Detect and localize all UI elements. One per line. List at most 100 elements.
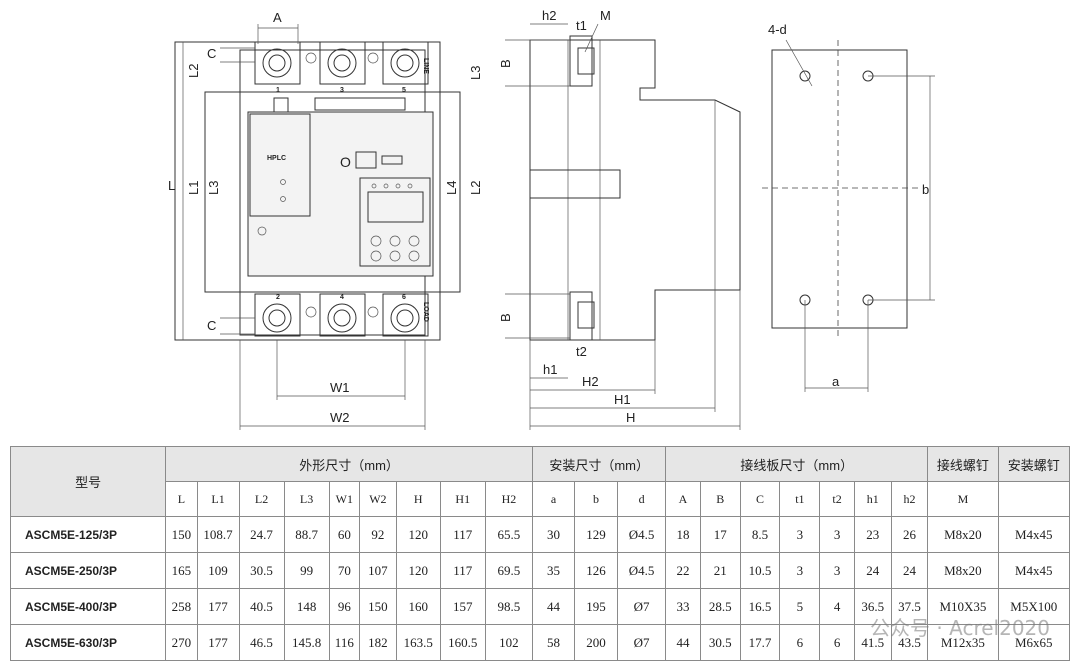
table-cell: 98.5 bbox=[484, 588, 534, 625]
sub-header-cell: a bbox=[532, 481, 575, 517]
terminal-number-6: 6 bbox=[402, 294, 406, 301]
table-cell: 148 bbox=[283, 588, 330, 625]
dim-label-L: L bbox=[168, 178, 175, 193]
dim-label-L4: L4 bbox=[444, 181, 459, 195]
table-cell: 150 bbox=[165, 516, 198, 553]
table-cell: 37.5 bbox=[890, 588, 929, 625]
dim-label-a: a bbox=[832, 374, 840, 389]
table-cell: 96 bbox=[328, 588, 361, 625]
table-cell: 36.5 bbox=[853, 588, 892, 625]
table-cell: 60 bbox=[328, 516, 361, 553]
table-cell: 33 bbox=[665, 588, 701, 625]
model-cell: ASCM5E-400/3P bbox=[9, 588, 167, 625]
table-cell: 120 bbox=[395, 552, 441, 589]
table-cell: 3 bbox=[779, 516, 821, 553]
table-cell: 120 bbox=[395, 516, 441, 553]
sub-header-cell: d bbox=[616, 481, 667, 517]
switch-off-mark: O bbox=[340, 154, 351, 170]
table-cell: M5X100 bbox=[997, 588, 1071, 625]
table-cell: 3 bbox=[819, 516, 855, 553]
table-cell: 182 bbox=[359, 624, 397, 661]
header-mounting-dimensions: 安装尺寸（mm） bbox=[532, 446, 667, 482]
dim-label-H2: H2 bbox=[582, 374, 599, 389]
load-label: LOAD bbox=[422, 302, 429, 322]
model-cell: ASCM5E-125/3P bbox=[9, 516, 167, 553]
dim-label-C-top: C bbox=[207, 46, 216, 61]
table-cell: 108.7 bbox=[196, 516, 240, 553]
table-cell: 117 bbox=[439, 516, 486, 553]
sub-header-cell: B bbox=[699, 481, 741, 517]
sub-header-cell: H2 bbox=[484, 481, 534, 517]
sub-header-cell: W1 bbox=[328, 481, 361, 517]
table-cell: 102 bbox=[484, 624, 534, 661]
table-cell: 44 bbox=[532, 588, 575, 625]
brand-label: HPLC bbox=[267, 155, 286, 162]
table-cell: 21 bbox=[699, 552, 741, 589]
table-cell: 3 bbox=[819, 552, 855, 589]
sub-header-cell: M bbox=[927, 481, 999, 517]
dim-label-L1: L1 bbox=[186, 181, 201, 195]
sub-header-cell: b bbox=[574, 481, 618, 517]
dim-label-L3-left: L3 bbox=[206, 181, 221, 195]
table-cell: 26 bbox=[890, 516, 929, 553]
terminal-number-2: 2 bbox=[276, 294, 280, 301]
table-cell: 160 bbox=[395, 588, 441, 625]
terminal-number-4: 4 bbox=[340, 294, 344, 301]
table-cell: 43.5 bbox=[890, 624, 929, 661]
header-mounting-screw: 安装螺钉 bbox=[997, 446, 1071, 482]
table-cell: M6x65 bbox=[997, 624, 1071, 661]
table-cell: 24 bbox=[890, 552, 929, 589]
table-cell: 17.7 bbox=[739, 624, 781, 661]
table-cell: 69.5 bbox=[484, 552, 534, 589]
table-cell: 150 bbox=[359, 588, 397, 625]
table-cell: 200 bbox=[574, 624, 618, 661]
header-model: 型号 bbox=[9, 446, 167, 517]
table-cell: 3 bbox=[779, 552, 821, 589]
table-cell: 177 bbox=[196, 624, 240, 661]
sub-header-cell: t2 bbox=[819, 481, 855, 517]
table-cell: 165 bbox=[165, 552, 198, 589]
table-cell: 88.7 bbox=[283, 516, 330, 553]
dim-label-C-bottom: C bbox=[207, 318, 216, 333]
table-cell: Ø4.5 bbox=[616, 516, 667, 553]
table-cell: 129 bbox=[574, 516, 618, 553]
table-cell: 6 bbox=[819, 624, 855, 661]
sub-header-cell: L3 bbox=[283, 481, 330, 517]
table-cell: 126 bbox=[574, 552, 618, 589]
dim-label-B-top: B bbox=[498, 59, 513, 68]
table-cell: 160.5 bbox=[439, 624, 486, 661]
table-cell: 6 bbox=[779, 624, 821, 661]
table-cell: 145.8 bbox=[283, 624, 330, 661]
table-cell: 117 bbox=[439, 552, 486, 589]
sub-header-cell: A bbox=[665, 481, 701, 517]
table-cell: 44 bbox=[665, 624, 701, 661]
table-cell: 46.5 bbox=[238, 624, 285, 661]
table-cell: 8.5 bbox=[739, 516, 781, 553]
table-cell: 116 bbox=[328, 624, 361, 661]
sub-header-cell: h1 bbox=[853, 481, 892, 517]
dimension-drawing: HPLC O 1 3 5 LINE 2 4 6 bbox=[168, 8, 935, 430]
table-cell: 58 bbox=[532, 624, 575, 661]
table-cell: 22 bbox=[665, 552, 701, 589]
table-cell: M8x20 bbox=[927, 552, 999, 589]
sub-header-cell: H bbox=[395, 481, 441, 517]
front-view: HPLC O 1 3 5 LINE 2 4 6 bbox=[168, 10, 483, 430]
terminal-number-3: 3 bbox=[340, 87, 344, 94]
table-cell: 10.5 bbox=[739, 552, 781, 589]
table-cell: M4x45 bbox=[997, 552, 1071, 589]
table-cell: 30.5 bbox=[699, 624, 741, 661]
terminal-number-5: 5 bbox=[402, 87, 406, 94]
sub-header-cell: L bbox=[165, 481, 198, 517]
dim-label-A: A bbox=[273, 10, 282, 25]
table-cell: 109 bbox=[196, 552, 240, 589]
sub-header-cell: W2 bbox=[359, 481, 397, 517]
sub-header-cell bbox=[997, 481, 1071, 517]
spec-table: 型号 外形尺寸（mm） 安装尺寸（mm） 接线板尺寸（mm） 接线螺钉 安装螺钉… bbox=[9, 446, 1071, 661]
table-cell: 24.7 bbox=[238, 516, 285, 553]
table-cell: 107 bbox=[359, 552, 397, 589]
table-cell: Ø7 bbox=[616, 624, 667, 661]
dim-label-H1: H1 bbox=[614, 392, 631, 407]
